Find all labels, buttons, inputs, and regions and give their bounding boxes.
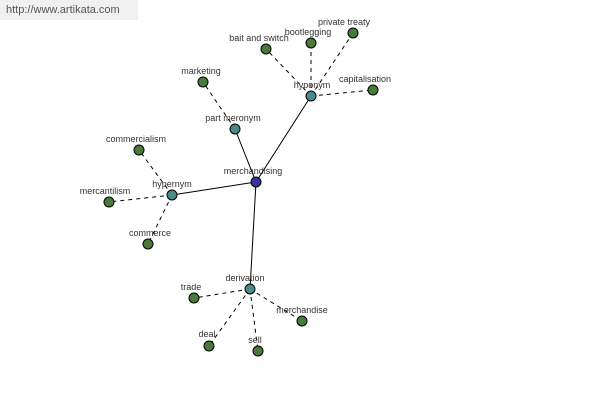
node-hypernym[interactable] [166,189,178,201]
edge-root-derivation [249,181,257,290]
edge-root-hypernym [171,181,257,196]
node-deal[interactable] [203,340,215,352]
node-merchandising[interactable] [250,176,262,188]
graph-nodes [103,27,379,357]
label-sell[interactable]: sell [248,335,262,345]
node-capitalisation[interactable] [367,84,379,96]
label-part-meronym[interactable]: part meronym [205,113,261,123]
edge-hyponym-bait-and-switch [265,48,312,97]
edge-root-hyponym [255,95,312,183]
node-trade[interactable] [188,292,200,304]
label-hypernym[interactable]: hypernym [152,179,192,189]
watermark-url: http://www.artikata.com [0,0,138,20]
label-private-treaty[interactable]: private treaty [318,17,371,27]
node-bait-and-switch[interactable] [260,43,272,55]
label-trade[interactable]: trade [181,282,202,292]
node-bootlegging[interactable] [305,37,317,49]
edge-hypernym-commerce [147,194,173,245]
label-bait-and-switch[interactable]: bait and switch [229,33,289,43]
node-merchandise[interactable] [296,315,308,327]
relation-edges [171,95,312,290]
node-derivation[interactable] [244,283,256,295]
node-private-treaty[interactable] [347,27,359,39]
label-merchandise[interactable]: merchandise [276,305,328,315]
label-merchandising[interactable]: merchandising [224,166,283,176]
edge-part-meronym-marketing [202,81,236,130]
edge-derivation-sell [249,288,259,352]
label-mercantilism[interactable]: mercantilism [80,186,131,196]
edge-derivation-deal [208,288,251,347]
edge-derivation-trade [193,288,251,299]
edge-hypernym-commercialism [138,149,173,196]
node-commerce[interactable] [142,238,154,250]
label-capitalisation[interactable]: capitalisation [339,74,391,84]
node-mercantilism[interactable] [103,196,115,208]
node-part-meronym[interactable] [229,123,241,135]
node-sell[interactable] [252,345,264,357]
graph-labels: merchandising hyponym part meronym hyper… [80,17,391,345]
label-derivation[interactable]: derivation [225,273,264,283]
edge-hypernym-mercantilism [108,194,173,203]
edge-root-part-meronym [234,128,257,183]
label-hyponym[interactable]: hyponym [294,80,331,90]
node-commercialism[interactable] [133,144,145,156]
edge-derivation-merchandise [249,288,303,322]
label-commerce[interactable]: commerce [129,228,171,238]
label-deal[interactable]: deal [198,329,215,339]
label-bootlegging[interactable]: bootlegging [285,27,332,37]
edge-hyponym-capitalisation [310,89,374,97]
label-commercialism[interactable]: commercialism [106,134,166,144]
label-marketing[interactable]: marketing [181,66,221,76]
node-hyponym[interactable] [305,90,317,102]
node-marketing[interactable] [197,76,209,88]
leaf-edges [108,32,374,352]
